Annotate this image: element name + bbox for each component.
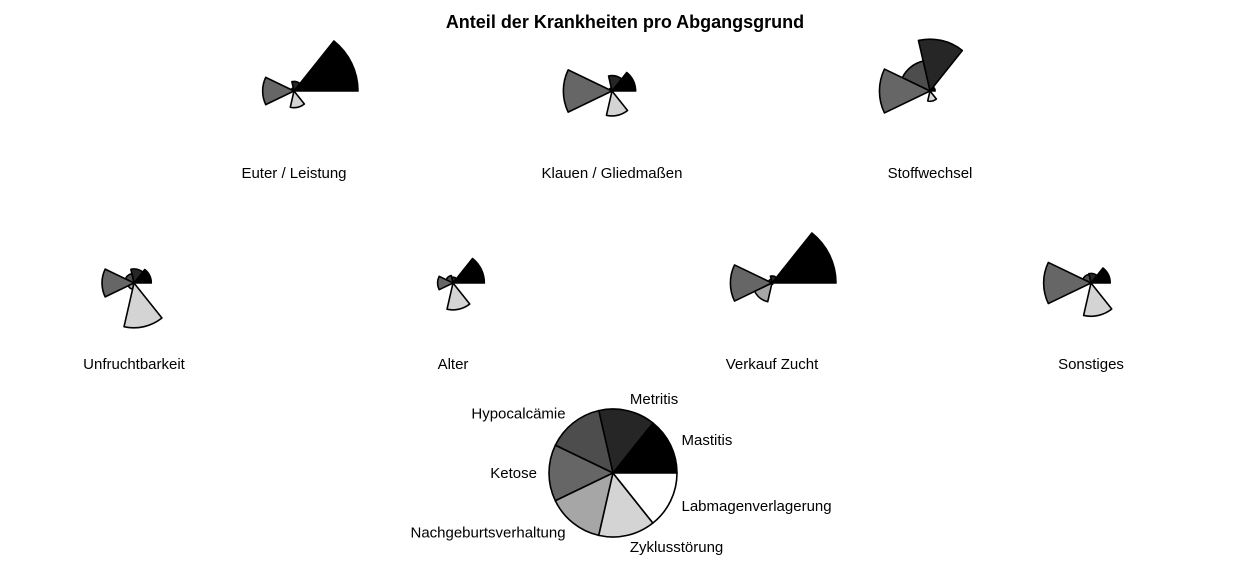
segment-plot-stoffwechsel: Stoffwechsel	[878, 38, 973, 182]
plot-label: Verkauf Zucht	[726, 356, 819, 373]
segment-mastitis	[293, 40, 359, 92]
segment-ketose	[1042, 261, 1092, 305]
key-label-zyklusstorung: Zyklusstörung	[630, 539, 723, 556]
key-segment-metritis	[597, 408, 654, 474]
plot-label: Alter	[438, 356, 469, 373]
segment-plot-euter-leistung: Euter / Leistung	[241, 40, 359, 182]
segment-zyklusstorung	[770, 282, 774, 286]
segment-zyklusstorung	[926, 90, 938, 103]
segment-metritis	[607, 74, 623, 92]
segment-plot-alter: Alter	[436, 257, 486, 373]
plot-label: Unfruchtbarkeit	[83, 356, 186, 373]
key-segment-mastitis	[612, 422, 678, 474]
segment-ketose	[562, 69, 613, 113]
segment-mastitis	[771, 232, 837, 284]
segment-plot-verkauf-zucht: Verkauf Zucht	[726, 232, 837, 373]
segment-key: Mastitis MetritisHypocalcämieKetoseNachge…	[410, 391, 831, 556]
segment-zyklusstorung	[123, 282, 163, 329]
key-label-ketose: Ketose	[490, 465, 537, 482]
key-label-nachgeburtsverhaltung: Nachgeburtsverhaltung	[410, 524, 565, 541]
plot-label: Euter / Leistung	[241, 165, 346, 182]
key-segment-ketose	[548, 444, 614, 502]
segment-ketose	[436, 275, 454, 291]
segment-mastitis	[133, 268, 153, 284]
segment-zyklusstorung	[1082, 282, 1113, 318]
plot-label: Klauen / Gliedmaßen	[542, 165, 683, 182]
segment-ketose	[729, 264, 773, 302]
key-segment-labmagenverlagerung	[612, 472, 678, 524]
key-label-hypocalcamie: Hypocalcämie	[471, 406, 565, 423]
plot-label: Sonstiges	[1058, 356, 1124, 373]
key-segment-zyklusstorung	[597, 472, 654, 538]
segment-plot-sonstiges: Sonstiges	[1042, 261, 1124, 373]
segment-ketose	[261, 76, 295, 106]
key-segment-hypocalcamie	[554, 409, 614, 474]
segment-zyklusstorung	[446, 282, 471, 311]
segment-plot-klauen-gliedmassen: Klauen / Gliedmaßen	[542, 69, 683, 182]
segment-ketose	[101, 268, 135, 298]
segment-zyklusstorung	[605, 90, 629, 117]
chart-title: Anteil der Krankheiten pro Abgangsgrund	[446, 12, 804, 32]
segment-metritis	[917, 38, 964, 92]
key-label-labmagenverlagerung: Labmagenverlagerung	[682, 498, 832, 515]
segment-mastitis	[1090, 267, 1111, 284]
key-label-metritis: Metritis	[630, 391, 678, 408]
key-label-mastitis: Mastitis	[682, 432, 733, 449]
segment-nachgeburtsverhaltung	[753, 282, 773, 303]
plot-label: Stoffwechsel	[888, 165, 973, 182]
segment-mastitis	[452, 257, 486, 284]
key-segment-nachgeburtsverhaltung	[554, 472, 614, 537]
segment-ketose	[878, 68, 931, 114]
segment-mastitis	[611, 71, 637, 92]
segment-plots: Euter / Leistung Klauen / Gliedmaßen Stoff…	[83, 38, 1124, 373]
segment-plot-unfruchtbarkeit: Unfruchtbarkeit	[83, 268, 186, 373]
segment-zyklusstorung	[289, 90, 306, 109]
